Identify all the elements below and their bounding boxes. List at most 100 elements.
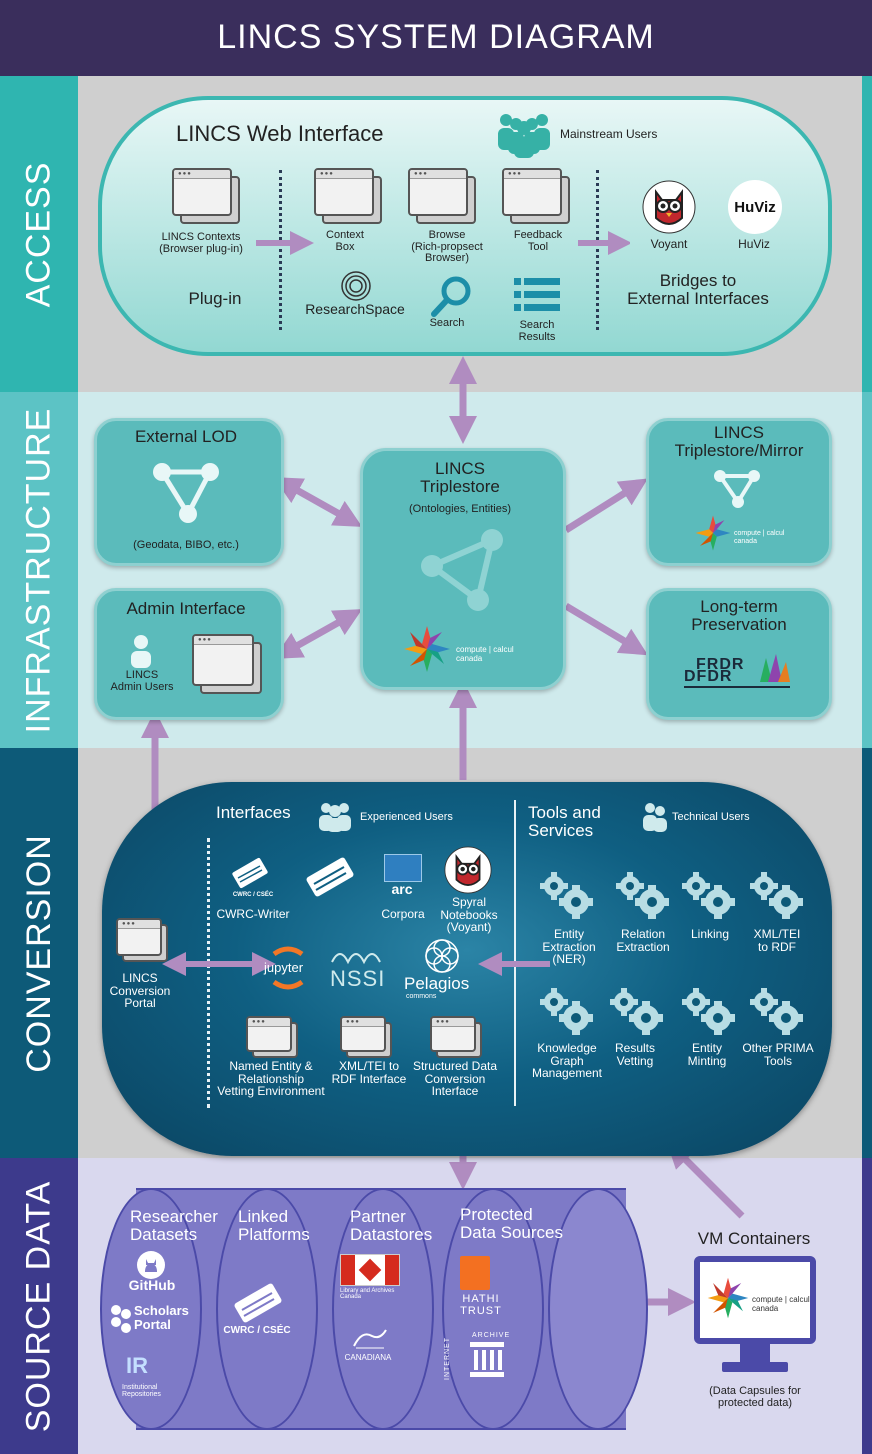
access-label-bar: ACCESS	[0, 76, 78, 392]
t7-line1: Entity	[691, 1041, 722, 1055]
cylinder-ring-4	[442, 1188, 544, 1430]
header-band	[0, 0, 872, 76]
web-interface-title: LINCS Web Interface	[176, 121, 384, 146]
vm-sub-line1: (Data Capsules for	[709, 1385, 801, 1397]
external-lod-title: External LOD	[134, 427, 238, 446]
access-divider-left	[279, 170, 282, 330]
researchspace-icon	[341, 271, 371, 301]
voyant-owl-icon	[642, 180, 696, 234]
cwrc-writer-label: CWRC-Writer	[216, 907, 290, 921]
vm-compute-l2: calcul	[789, 1295, 810, 1304]
source-label-bar: SOURCE DATA	[0, 1158, 78, 1454]
hathitrust-icon	[460, 1256, 490, 1290]
conversion-divider-right	[514, 800, 516, 1106]
technical-users-icon	[643, 803, 667, 832]
spyral-owl-icon	[444, 846, 492, 894]
sdc-window-icon: ●●●	[430, 1016, 482, 1060]
canadiana-label: CANADIANA	[344, 1353, 392, 1362]
t5-line1: Knowledge	[537, 1041, 597, 1055]
cylinder-cap	[548, 1188, 648, 1430]
ir-sub-line2: Repositories	[122, 1391, 161, 1399]
preservation-line2: Preservation	[691, 614, 787, 634]
triplestore-sub: (Ontologies, Entities)	[408, 503, 512, 515]
tools-line1: Tools and	[528, 803, 601, 822]
nssi-wave-icon	[331, 953, 381, 965]
t5-line3: Management	[531, 1066, 603, 1081]
gear-icon-entity-extraction	[540, 872, 593, 919]
triplestore-compute-l2: calcul	[493, 645, 514, 654]
mirror-compute-leaf-icon	[695, 515, 731, 551]
t6-line1: Results	[614, 1041, 655, 1055]
canada-flag-icon	[340, 1254, 400, 1286]
huviz-label: HuViz	[738, 237, 770, 251]
lincs-contexts-line1: LINCS Contexts	[161, 231, 241, 243]
ner-line2: Relationship	[237, 1071, 305, 1086]
mainstream-users-icon	[498, 114, 550, 158]
gear-icon-xml-to-rdf	[750, 872, 803, 919]
lincs-contexts-label: LINCS Contexts(Browser plug-in)	[146, 231, 256, 255]
source-right-strip	[862, 1158, 872, 1454]
mirror-box	[646, 418, 832, 566]
feedback-line2: Tool	[527, 240, 549, 253]
search-results-icon	[514, 278, 560, 311]
triplestore-line1: LINCS	[434, 459, 486, 478]
lincs-contexts-window-icon: ●●●	[172, 168, 242, 226]
admin-user-icon	[131, 635, 151, 668]
arrow-vm-conversion	[666, 1140, 745, 1219]
mirror-compute-l2: calcul	[766, 530, 785, 537]
cwrc-writer-mini: CWRC / CSÉC	[232, 892, 274, 898]
hathi-line1: HATHI	[462, 1293, 500, 1305]
ir-logo: IR	[126, 1353, 148, 1378]
portal-line1: LINCS	[122, 971, 158, 985]
arrow-admin-triplestore	[273, 609, 363, 659]
mirror-compute-l1: compute	[734, 530, 761, 537]
vm-monitor	[694, 1256, 816, 1344]
plugin-label: Plug-in	[188, 289, 242, 308]
bridges-line1: Bridges to	[659, 271, 737, 290]
c2-line1: Linked	[238, 1207, 289, 1226]
pelagios-sub: commons	[406, 993, 437, 1000]
admin-users-line2: Admin Users	[110, 680, 174, 693]
search-results-line1: Search	[519, 319, 555, 331]
t6-line2: Vetting	[616, 1053, 654, 1068]
huviz-logo-text: HuViz	[734, 198, 776, 216]
scholars-portal-icon	[111, 1305, 131, 1333]
technical-users-label: Technical Users	[672, 811, 750, 823]
cwrc-source-label: CWRC / CSÉC	[223, 1325, 291, 1336]
cwrc-writer-icon	[232, 857, 268, 889]
t2-line1: Relation	[620, 927, 666, 941]
external-lod-sub: (Geodata, BIBO, etc.)	[133, 539, 239, 551]
triplestore-compute-l1: compute	[456, 645, 487, 654]
c2-line2: Platforms	[238, 1224, 310, 1244]
gear-icon-results-vetting	[610, 988, 663, 1035]
triplestore-canada: canada	[456, 653, 483, 663]
c1-line2: Datasets	[130, 1224, 198, 1244]
sdc-line3: Interface	[431, 1084, 479, 1099]
jupyter-orbit-icon	[272, 946, 304, 990]
context-box-line2: Box	[335, 240, 355, 253]
arrow-triplestore-mirror	[564, 478, 648, 533]
dfdr-text: DFDR	[684, 668, 733, 685]
nssi-text: NSSI	[330, 966, 386, 991]
corpora-icon	[384, 854, 422, 882]
infrastructure-label-bar: INFRASTRUCTURE	[0, 392, 78, 748]
